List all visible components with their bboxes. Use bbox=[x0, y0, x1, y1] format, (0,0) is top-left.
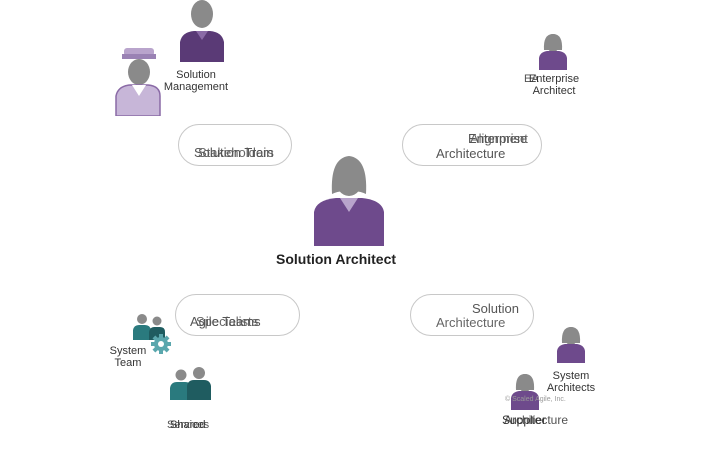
pill-text-enterprise: Enterprise bbox=[468, 131, 528, 146]
pill-text-alignment: Alignment bbox=[470, 131, 528, 146]
pill-text-architecture-bottom: Architecture bbox=[436, 315, 506, 330]
person-female-icon bbox=[180, 0, 224, 62]
person-female-icon bbox=[511, 374, 539, 410]
pill-text-solution-train: Solution Train bbox=[194, 145, 274, 160]
system-architects-label: System Architects bbox=[546, 370, 596, 394]
shared-services-figure bbox=[168, 366, 212, 400]
enterprise-architecture-pill[interactable] bbox=[402, 124, 542, 166]
supplier-label: Supplier Architecture bbox=[502, 413, 569, 427]
conductor-person-icon bbox=[115, 48, 161, 117]
pill-text-solution: Solution bbox=[472, 301, 519, 316]
enterprise-architect-label: Enterprise EA Architect bbox=[524, 73, 580, 97]
pill-text-architecture-top: Architecture bbox=[436, 146, 506, 161]
person-female-icon bbox=[314, 156, 384, 246]
pill-text-agile-teams: Agile Teams bbox=[190, 314, 261, 329]
agile-teams-pill[interactable] bbox=[175, 294, 300, 336]
solution-management-label: Solution Management bbox=[163, 69, 229, 93]
center-title: Solution Architect bbox=[276, 251, 397, 267]
pill-text-specialists: Specialists bbox=[196, 314, 259, 329]
supplier-figure bbox=[510, 372, 540, 410]
solution-management-figure bbox=[178, 0, 226, 62]
system-architects-figure bbox=[556, 325, 586, 363]
solution-train-pill[interactable] bbox=[178, 124, 292, 166]
system-team-label: System Team bbox=[109, 345, 147, 369]
person-female-icon bbox=[539, 34, 567, 70]
team-gear-icon bbox=[133, 314, 171, 354]
system-team-figure bbox=[132, 310, 174, 354]
solution-architecture-pill[interactable] bbox=[410, 294, 534, 336]
people-group-icon bbox=[170, 367, 211, 400]
shared-services-label: Shared Services bbox=[167, 419, 210, 431]
enterprise-architect-figure bbox=[538, 32, 568, 70]
conductor-figure bbox=[114, 44, 162, 117]
copyright-notice: © Scaled Agile, Inc. bbox=[505, 396, 566, 403]
center-architect-figure bbox=[312, 150, 386, 246]
person-female-icon bbox=[557, 327, 585, 363]
pill-text-stakeholders: Stakeholders bbox=[198, 145, 274, 160]
